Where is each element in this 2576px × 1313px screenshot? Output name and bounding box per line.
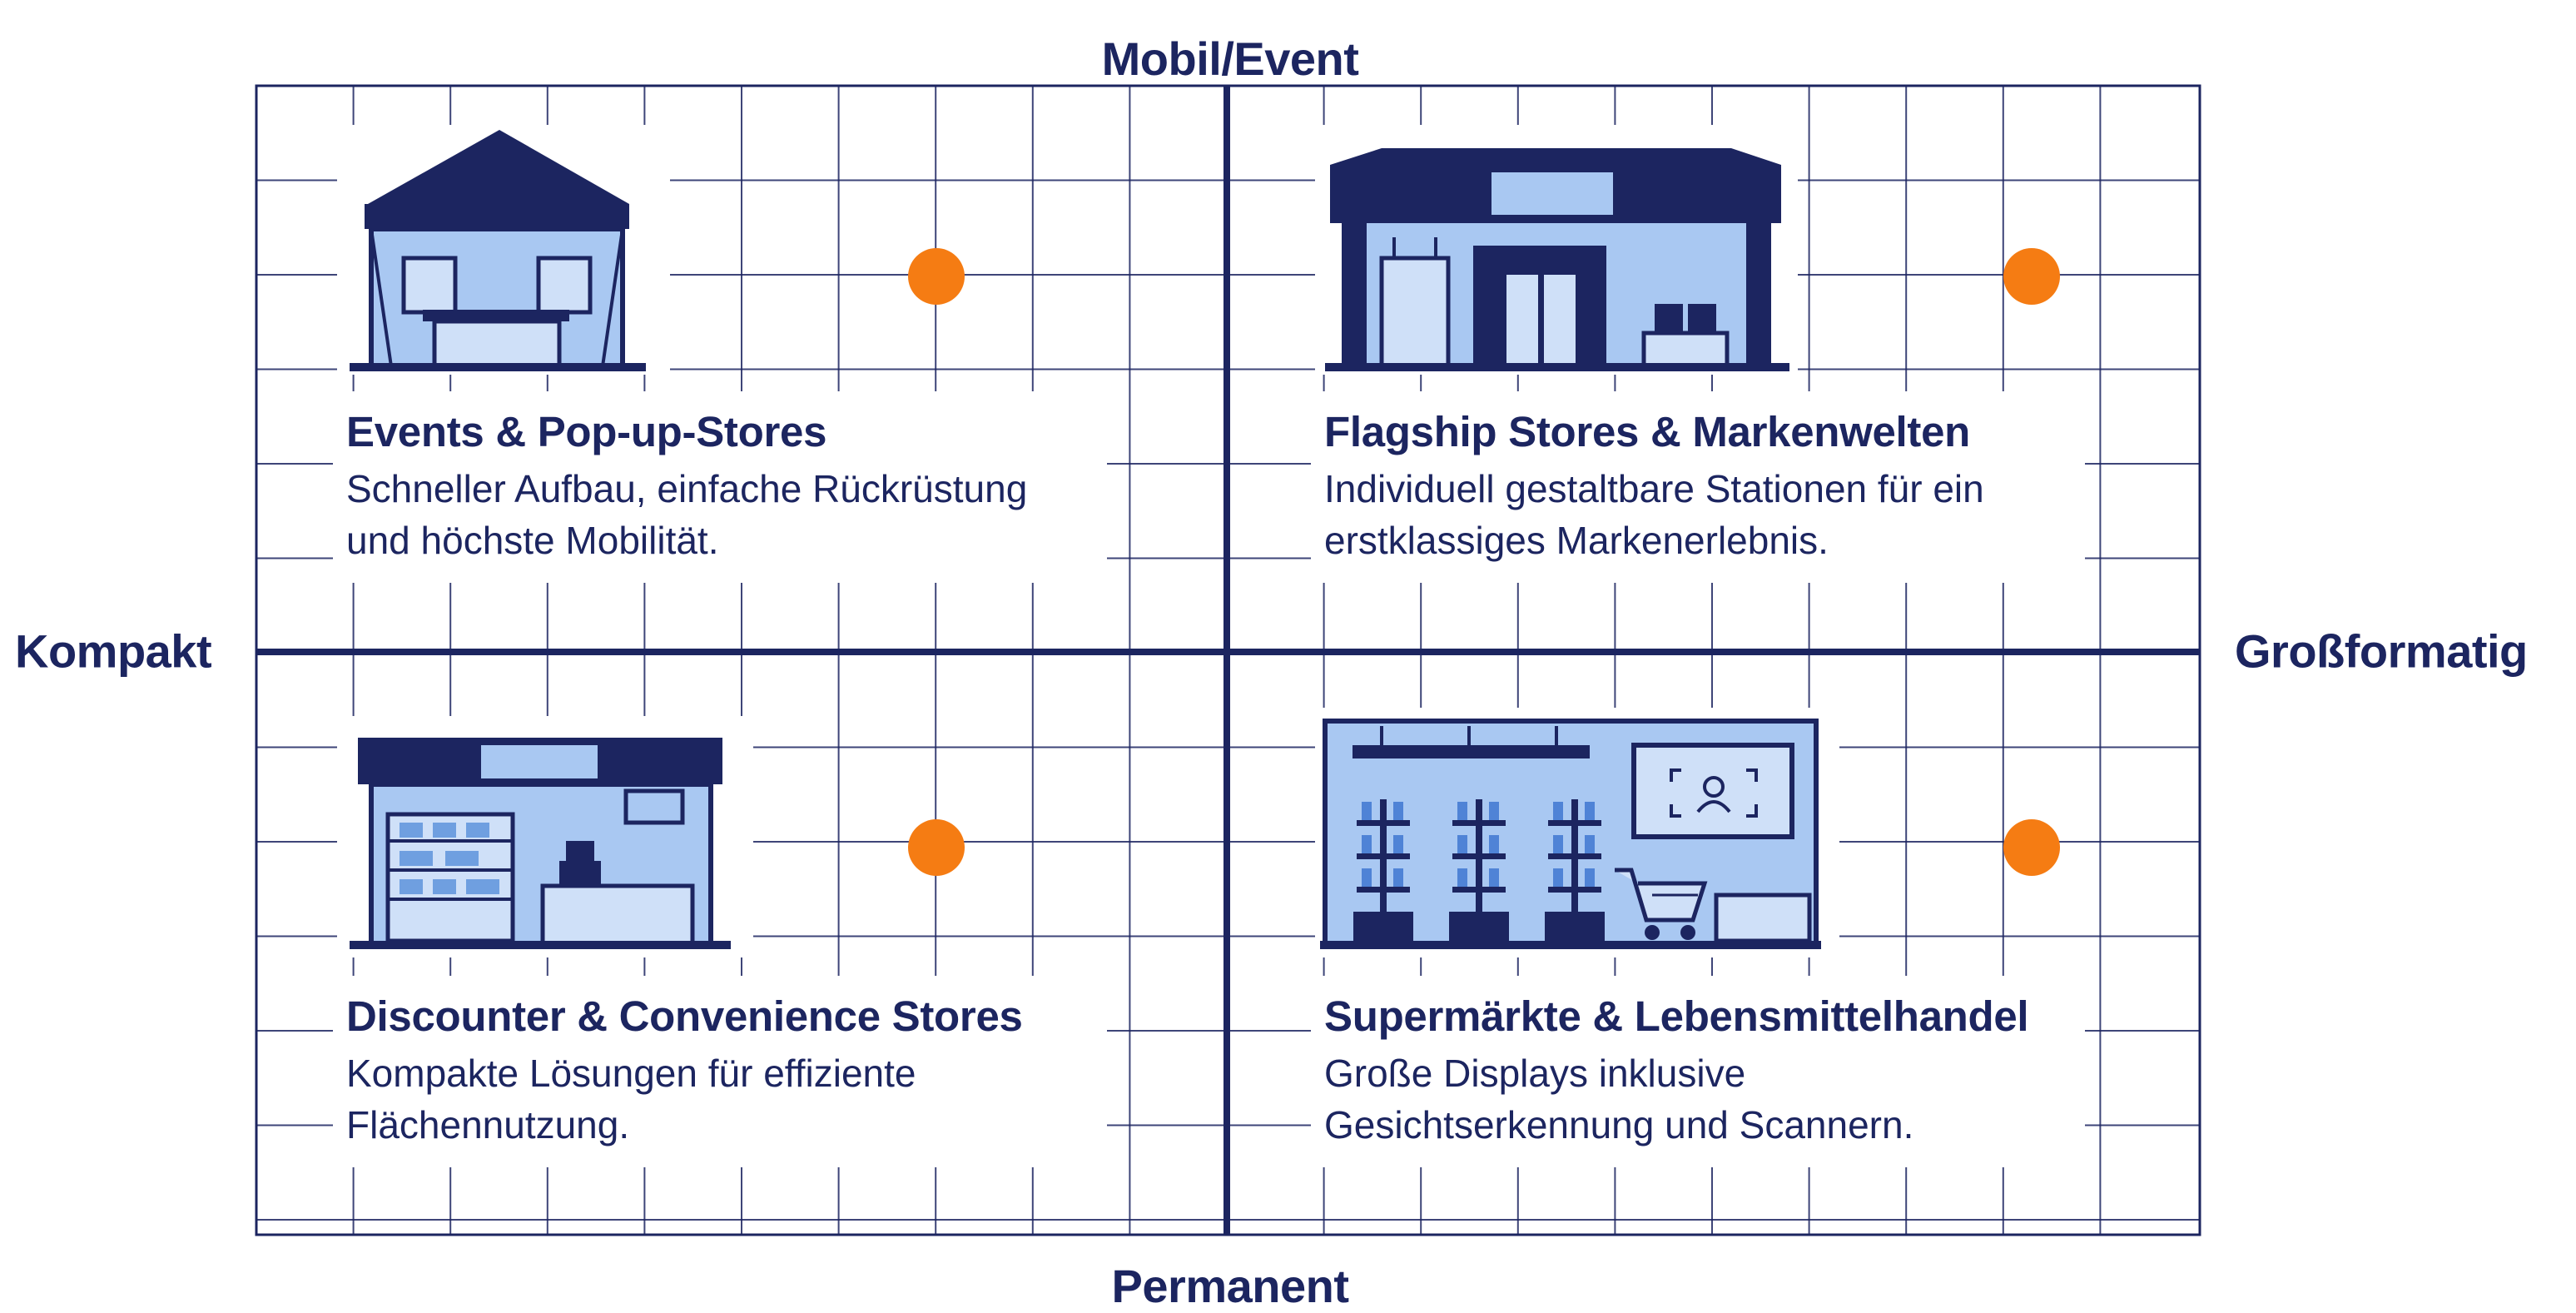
position-marker-events	[908, 248, 965, 305]
quadrant-description: Individuell gestaltbare Stationen für ei…	[1324, 467, 1984, 562]
tent-icon	[350, 130, 646, 371]
position-marker-supermarket	[2003, 819, 2060, 876]
text-panel-bl	[333, 976, 1107, 1167]
quadrant-title: Discounter & Convenience Stores	[346, 992, 1023, 1040]
quadrant-title: Flagship Stores & Markenwelten	[1324, 408, 1971, 455]
text-panel-tl	[333, 391, 1107, 583]
axis-label-left: Kompakt	[15, 624, 212, 678]
text-panel-tr	[1311, 391, 2085, 583]
quadrant-description: Kompakte Lösungen für effiziente Flächen…	[346, 1052, 916, 1146]
flagship-building-icon	[1325, 148, 1789, 371]
quadrant-events: Events & Pop-up-Stores Schneller Aufbau,…	[346, 406, 1179, 566]
position-marker-flagship	[2003, 248, 2060, 305]
quadrant-title: Supermärkte & Lebensmittelhandel	[1324, 992, 2029, 1040]
quadrant-discounter: Discounter & Convenience Stores Kompakte…	[346, 991, 1179, 1151]
convenience-store-icon	[350, 738, 731, 949]
quadrant-description: Schneller Aufbau, einfache Rückrüstung u…	[346, 467, 1028, 562]
position-marker-discounter	[908, 819, 965, 876]
quadrant-supermarket: Supermärkte & Lebensmittelhandel Große D…	[1324, 991, 2157, 1151]
quadrant-title: Events & Pop-up-Stores	[346, 408, 827, 455]
axis-label-bottom: Permanent	[1111, 1260, 1349, 1312]
supermarket-icon	[1320, 719, 1821, 949]
axis-label-right: Großformatig	[2235, 624, 2528, 678]
axis-label-top: Mobil/Event	[1101, 32, 1359, 85]
text-panel-br	[1311, 976, 2085, 1167]
quadrant-flagship: Flagship Stores & Markenwelten Individue…	[1324, 406, 2157, 566]
quadrant-description: Große Displays inklusive Gesichtserkennu…	[1324, 1052, 1914, 1146]
